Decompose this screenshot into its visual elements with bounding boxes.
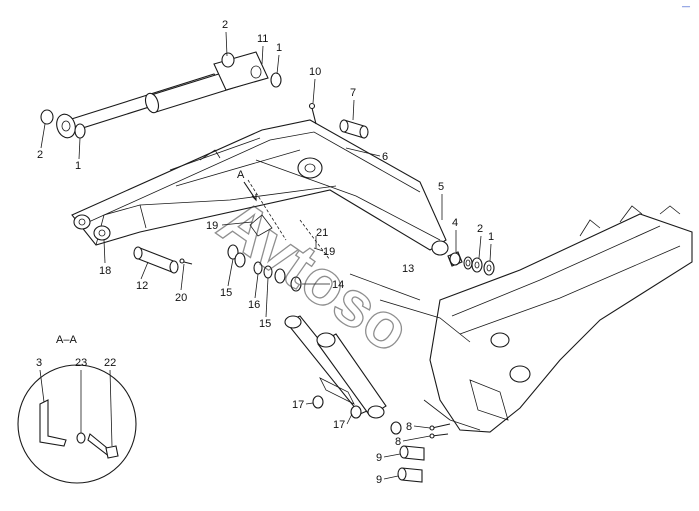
- svg-text:10: 10: [309, 66, 321, 78]
- callout-15-mid: 15: [259, 277, 271, 330]
- svg-text:3: 3: [36, 357, 42, 369]
- callout-19-right: 19: [313, 246, 335, 258]
- callout-3: 3: [36, 357, 45, 403]
- reference-lines: [247, 159, 441, 261]
- section-title: A–A: [56, 334, 77, 346]
- svg-text:19: 19: [206, 220, 218, 232]
- svg-text:14: 14: [332, 279, 344, 291]
- callout-1-top: 1: [276, 42, 282, 75]
- callout-11: 11: [257, 33, 268, 65]
- svg-text:2: 2: [37, 149, 43, 161]
- svg-text:8: 8: [395, 436, 401, 448]
- callout-22: 22: [104, 357, 116, 447]
- svg-text:11: 11: [257, 33, 268, 45]
- svg-text:19: 19: [323, 246, 335, 258]
- svg-text:21: 21: [316, 227, 328, 239]
- svg-text:16: 16: [248, 299, 260, 311]
- callout-20: 20: [175, 263, 187, 304]
- pins-9-bolts-8: [397, 423, 451, 483]
- svg-text:22: 22: [104, 357, 116, 369]
- callout-10: 10: [309, 66, 321, 104]
- callout-18: 18: [99, 239, 111, 277]
- callout-16: 16: [248, 273, 260, 311]
- pin-12: [133, 246, 193, 274]
- corner-mark: —: [681, 2, 691, 11]
- svg-text:2: 2: [477, 223, 483, 235]
- callout-13: 13: [402, 263, 414, 275]
- callout-21: 21: [315, 227, 328, 248]
- arm-stick: [71, 119, 449, 256]
- section-marker-a: A: [237, 169, 257, 202]
- callout-12: 12: [136, 261, 149, 292]
- svg-text:1: 1: [75, 160, 81, 172]
- svg-text:8: 8: [406, 421, 412, 433]
- svg-text:1: 1: [276, 42, 282, 54]
- svg-text:20: 20: [175, 292, 187, 304]
- callout-9-upper: 9: [376, 452, 401, 464]
- callout-2-left: 2: [37, 123, 46, 161]
- svg-text:13: 13: [402, 263, 414, 275]
- svg-text:12: 12: [136, 280, 148, 292]
- callout-19-left: 19: [206, 220, 253, 232]
- main-boom: [349, 205, 693, 433]
- callout-17-lower: 17: [333, 413, 353, 431]
- callout-14: 14: [302, 279, 344, 291]
- callout-4: 4: [452, 217, 458, 252]
- svg-text:6: 6: [382, 151, 388, 163]
- svg-text:15: 15: [259, 318, 271, 330]
- boom-cylinder: [40, 51, 282, 139]
- svg-text:5: 5: [438, 181, 444, 193]
- section-view-aa: [17, 364, 137, 484]
- callout-5: 5: [438, 181, 444, 220]
- callout-8-lower: 8: [395, 435, 431, 448]
- pin-7: [339, 119, 369, 139]
- callout-1-right: 1: [488, 231, 494, 262]
- svg-text:23: 23: [75, 357, 87, 369]
- callout-8-upper: 8: [406, 421, 431, 433]
- svg-text:17: 17: [292, 399, 304, 411]
- svg-text:18: 18: [99, 265, 111, 277]
- svg-text:1: 1: [488, 231, 494, 243]
- bolt-10: [308, 102, 317, 125]
- washer-stack-4-2-1: [447, 251, 495, 276]
- arm-cylinder: [227, 244, 402, 435]
- callout-17-upper: 17: [292, 399, 314, 411]
- svg-text:9: 9: [376, 474, 382, 486]
- callout-9-lower: 9: [376, 474, 399, 486]
- svg-text:15: 15: [220, 287, 232, 299]
- callout-7: 7: [350, 87, 356, 121]
- svg-text:17: 17: [333, 419, 345, 431]
- svg-text:2: 2: [222, 19, 228, 31]
- callout-15-left: 15: [220, 258, 234, 299]
- callout-2-top: 2: [222, 19, 228, 57]
- callout-1-left: 1: [75, 137, 81, 172]
- svg-text:7: 7: [350, 87, 356, 99]
- svg-text:9: 9: [376, 452, 382, 464]
- svg-text:A: A: [237, 169, 245, 181]
- callout-23: 23: [75, 357, 87, 433]
- callout-6: 6: [345, 147, 388, 163]
- svg-text:4: 4: [452, 217, 458, 229]
- callout-2-right: 2: [477, 223, 483, 259]
